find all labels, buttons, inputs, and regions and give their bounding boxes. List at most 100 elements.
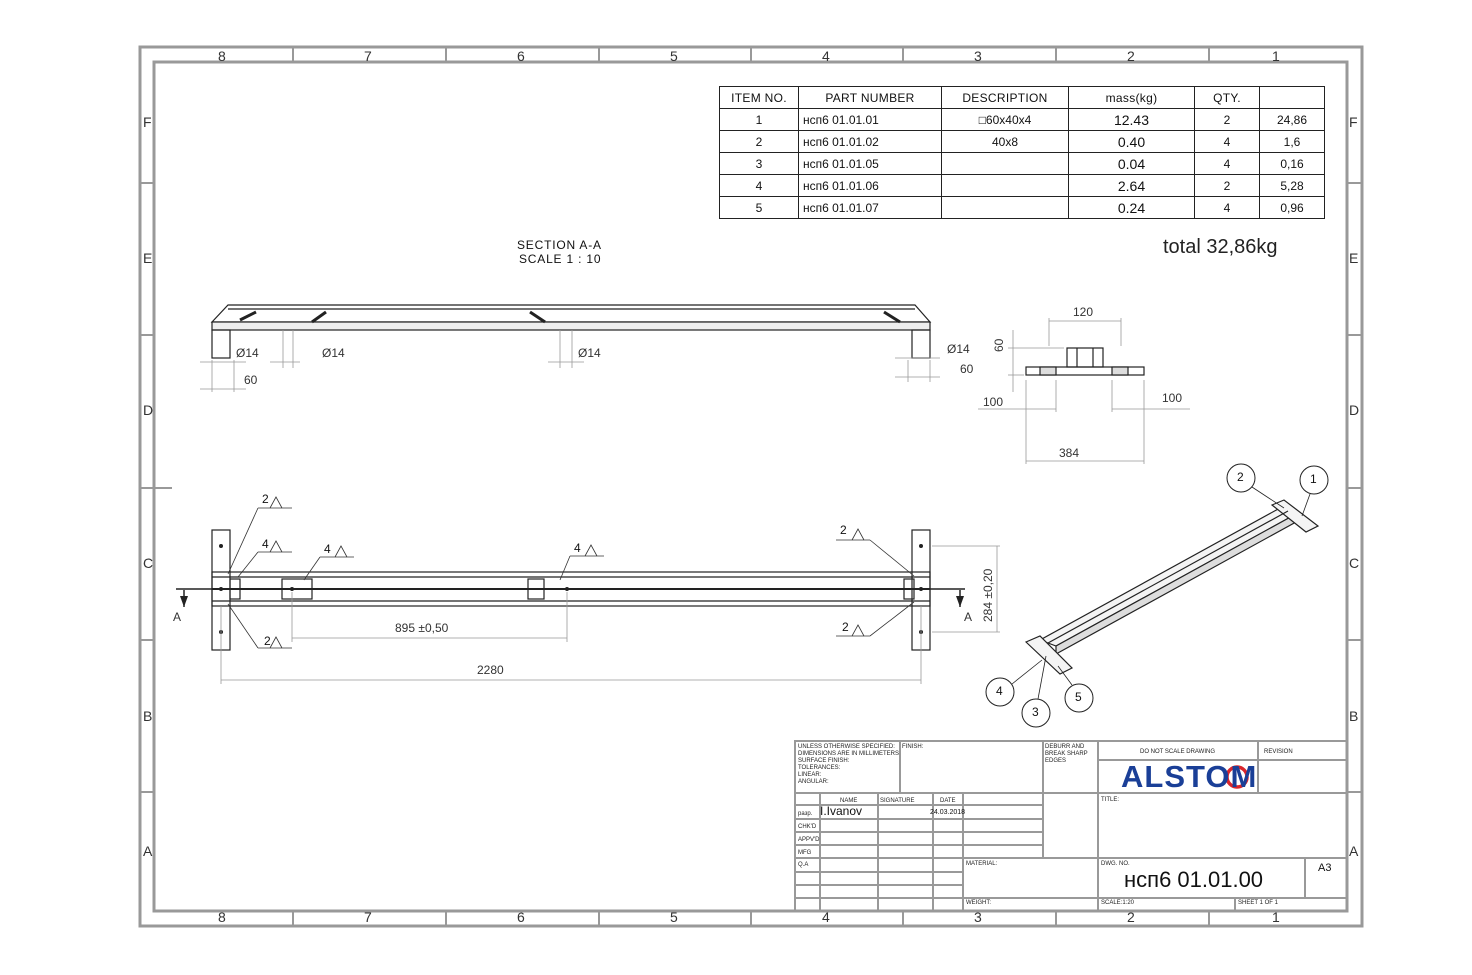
zone-col-7-top: 7 bbox=[364, 48, 372, 64]
row-label-qa: Q.A bbox=[798, 862, 809, 868]
weld-size: 4 bbox=[262, 537, 269, 551]
zone-col-1-bottom: 1 bbox=[1272, 909, 1280, 925]
zone-row-f-right: F bbox=[1349, 114, 1358, 130]
weld-size: 2 bbox=[262, 492, 269, 506]
signature-header: SIGNATURE bbox=[880, 798, 915, 804]
note-line: BREAK SHARP bbox=[1045, 751, 1088, 757]
weld-size: 2 bbox=[840, 523, 847, 537]
bom-cell bbox=[941, 174, 1069, 197]
sheet-number: SHEET 1 OF 1 bbox=[1238, 900, 1278, 906]
bom-header-mass: mass(kg) bbox=[1068, 86, 1195, 109]
date-header: DATE bbox=[940, 798, 956, 804]
zone-col-4-bottom: 4 bbox=[822, 909, 830, 925]
bom-cell: 0,96 bbox=[1259, 196, 1325, 219]
row-label-approved: APPV'D bbox=[798, 837, 820, 843]
zone-row-a-left: A bbox=[143, 843, 153, 859]
bom-cell: 5,28 bbox=[1259, 174, 1325, 197]
note-line: DEBURR AND bbox=[1045, 744, 1085, 750]
balloon-4: 4 bbox=[996, 684, 1003, 698]
side-view bbox=[978, 318, 1190, 464]
plan-view bbox=[176, 496, 1000, 684]
zone-row-c-left: C bbox=[143, 555, 154, 571]
zone-col-7-bottom: 7 bbox=[364, 909, 372, 925]
bom-header-total bbox=[1259, 86, 1325, 109]
dwg-no-label: DWG. NO. bbox=[1101, 861, 1130, 867]
section-view bbox=[200, 304, 940, 392]
note-line: LINEAR: bbox=[798, 772, 822, 778]
dim-2280: 2280 bbox=[477, 663, 504, 677]
zone-col-2-bottom: 2 bbox=[1127, 909, 1135, 925]
zone-row-d-right: D bbox=[1349, 402, 1360, 418]
zone-col-8-bottom: 8 bbox=[218, 909, 226, 925]
dim-60: 60 bbox=[960, 362, 974, 376]
zone-col-2-top: 2 bbox=[1127, 48, 1135, 64]
bom-cell: 1 bbox=[719, 108, 799, 131]
finish-label: FINISH: bbox=[902, 744, 924, 750]
bom-cell: нсп6 01.01.07 bbox=[798, 196, 942, 219]
isometric-view bbox=[985, 463, 1329, 728]
zone-col-3-top: 3 bbox=[974, 48, 982, 64]
zone-row-b-left: B bbox=[143, 708, 153, 724]
section-mark-right: A bbox=[964, 610, 973, 624]
note-line: DIMENSIONS ARE IN MILLIMETERS bbox=[798, 751, 900, 757]
zone-col-5-top: 5 bbox=[670, 48, 678, 64]
dim-60: 60 bbox=[244, 373, 258, 387]
zone-row-b-right: B bbox=[1349, 708, 1359, 724]
zone-row-e-right: E bbox=[1349, 250, 1359, 266]
drawn-by-name: I.Ivanov bbox=[820, 804, 863, 818]
balloon-1: 1 bbox=[1310, 472, 1317, 486]
bom-cell: 0.24 bbox=[1068, 196, 1195, 219]
bom-cell: 1,6 bbox=[1259, 130, 1325, 153]
weld-size: 2 bbox=[842, 620, 849, 634]
dim-dia-14: Ø14 bbox=[236, 346, 259, 360]
bom-header-qty: QTY. bbox=[1194, 86, 1260, 109]
balloon-2: 2 bbox=[1237, 470, 1244, 484]
bom-cell: 2 bbox=[719, 130, 799, 153]
bom-cell: нсп6 01.01.06 bbox=[798, 174, 942, 197]
bom-cell: нсп6 01.01.05 bbox=[798, 152, 942, 175]
title-label: TITLE: bbox=[1101, 797, 1120, 803]
dim-100: 100 bbox=[983, 395, 1004, 409]
bom-cell: 0,16 bbox=[1259, 152, 1325, 175]
bom-cell: 2.64 bbox=[1068, 174, 1195, 197]
bom-cell: нсп6 01.01.01 bbox=[798, 108, 942, 131]
bom-cell: 0.40 bbox=[1068, 130, 1195, 153]
table-row: 5 нсп6 01.01.07 0.24 4 0,96 bbox=[719, 196, 1325, 219]
note-line: UNLESS OTHERWISE SPECIFIED: bbox=[798, 744, 895, 750]
weld-size: 4 bbox=[324, 542, 331, 556]
bom-cell: 4 bbox=[1194, 152, 1260, 175]
bom-cell bbox=[941, 196, 1069, 219]
section-mark-left: A bbox=[173, 610, 182, 624]
zone-row-a-right: A bbox=[1349, 843, 1359, 859]
zone-col-6-bottom: 6 bbox=[517, 909, 525, 925]
bom-header-part-number: PART NUMBER bbox=[798, 86, 942, 109]
balloon-3: 3 bbox=[1032, 705, 1039, 719]
weld-size: 2 bbox=[264, 634, 271, 648]
total-mass: total 32,86kg bbox=[1163, 236, 1278, 258]
zone-col-1-top: 1 bbox=[1272, 48, 1280, 64]
drawn-date: 24.03.2018 bbox=[930, 809, 966, 816]
dim-120: 120 bbox=[1073, 305, 1094, 319]
dim-100: 100 bbox=[1162, 391, 1183, 405]
row-label-checked: CHK'D bbox=[798, 824, 817, 830]
bom-cell: 24,86 bbox=[1259, 108, 1325, 131]
zone-col-6-top: 6 bbox=[517, 48, 525, 64]
table-row: 2 нсп6 01.01.02 40x8 0.40 4 1,6 bbox=[719, 130, 1325, 153]
bom-header-row: ITEM NO. PART NUMBER DESCRIPTION mass(kg… bbox=[719, 86, 1325, 109]
bom-cell: 12.43 bbox=[1068, 108, 1195, 131]
table-row: 3 нсп6 01.01.05 0.04 4 0,16 bbox=[719, 152, 1325, 175]
zone-row-c-right: C bbox=[1349, 555, 1360, 571]
zone-row-f-left: F bbox=[143, 114, 152, 130]
bom-header-item-no: ITEM NO. bbox=[719, 86, 799, 109]
logo-ring-icon bbox=[1225, 765, 1249, 789]
zone-ticks bbox=[140, 47, 1362, 926]
note-line: SURFACE FINISH: bbox=[798, 758, 850, 764]
bom-cell bbox=[941, 152, 1069, 175]
bom-cell: 4 bbox=[1194, 130, 1260, 153]
bom-cell: 4 bbox=[719, 174, 799, 197]
drawing-number: нсп6 01.01.00 bbox=[1124, 867, 1264, 892]
section-title: SECTION A-A bbox=[517, 238, 602, 252]
dim-dia-14: Ø14 bbox=[578, 346, 601, 360]
general-notes: UNLESS OTHERWISE SPECIFIED: DIMENSIONS A… bbox=[798, 744, 899, 786]
